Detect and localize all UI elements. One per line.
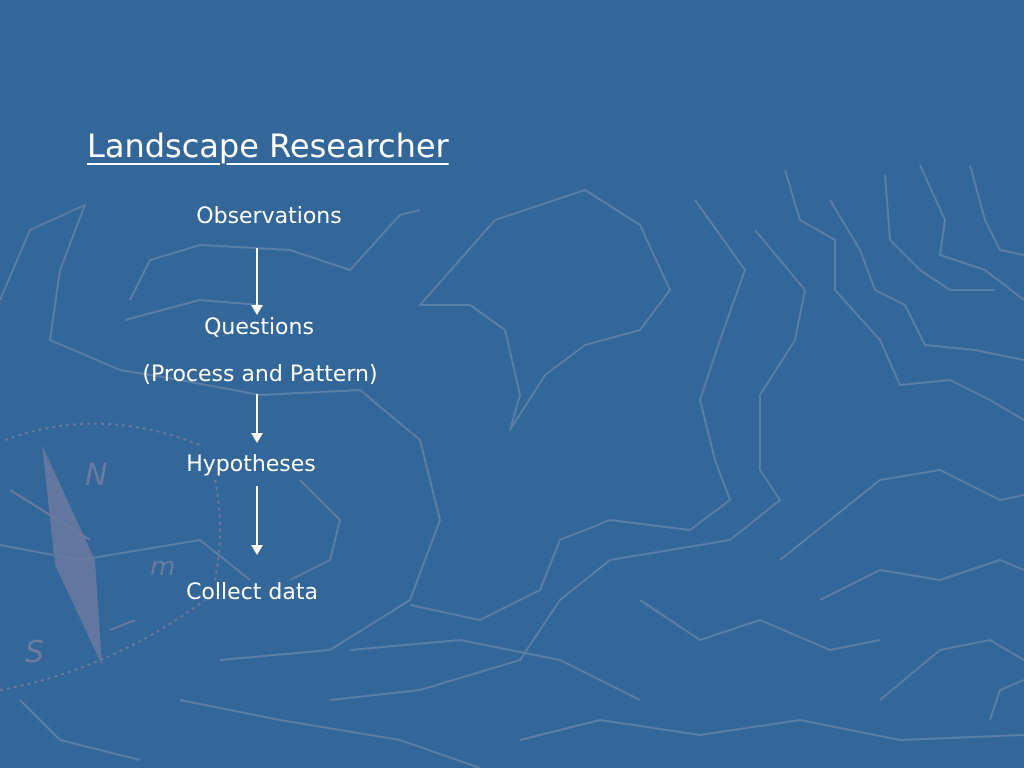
contour-line [329,229,806,701]
contour-line [0,539,251,581]
flow-step-collect-data: Collect data [186,580,318,605]
contour-line [784,169,1024,421]
contour-line [919,164,1024,301]
compass-rose-watermark: N S m [0,422,221,691]
svg-text:m: m [150,552,175,582]
flow-step-process-and-pattern: (Process and Pattern) [142,362,378,387]
contour-line [639,599,881,651]
svg-text:N: N [85,458,107,493]
contour-line [129,209,421,301]
contour-line [779,469,1024,561]
flow-arrow-1 [251,248,263,315]
flow-arrow-3 [251,486,263,555]
contour-line [0,204,441,661]
contour-line [289,479,341,581]
svg-text:S: S [25,635,44,670]
contour-line [989,679,1024,721]
flow-step-hypotheses: Hypotheses [186,452,316,477]
contour-line [879,639,1024,701]
contour-line [829,199,1024,361]
flow-step-observations: Observations [196,204,342,229]
contour-line [179,699,481,768]
flow-arrow-2 [251,394,263,443]
contour-line [349,639,641,701]
contour-line [969,164,1024,256]
contour-line [19,699,141,761]
contour-line [124,299,261,321]
flow-step-questions: Questions [204,315,314,340]
contour-line [419,189,671,431]
contour-line [884,174,995,291]
contour-line [519,719,1024,741]
slide-title: Landscape Researcher [87,127,449,165]
contour-line [819,559,1024,601]
contour-line [409,199,746,621]
